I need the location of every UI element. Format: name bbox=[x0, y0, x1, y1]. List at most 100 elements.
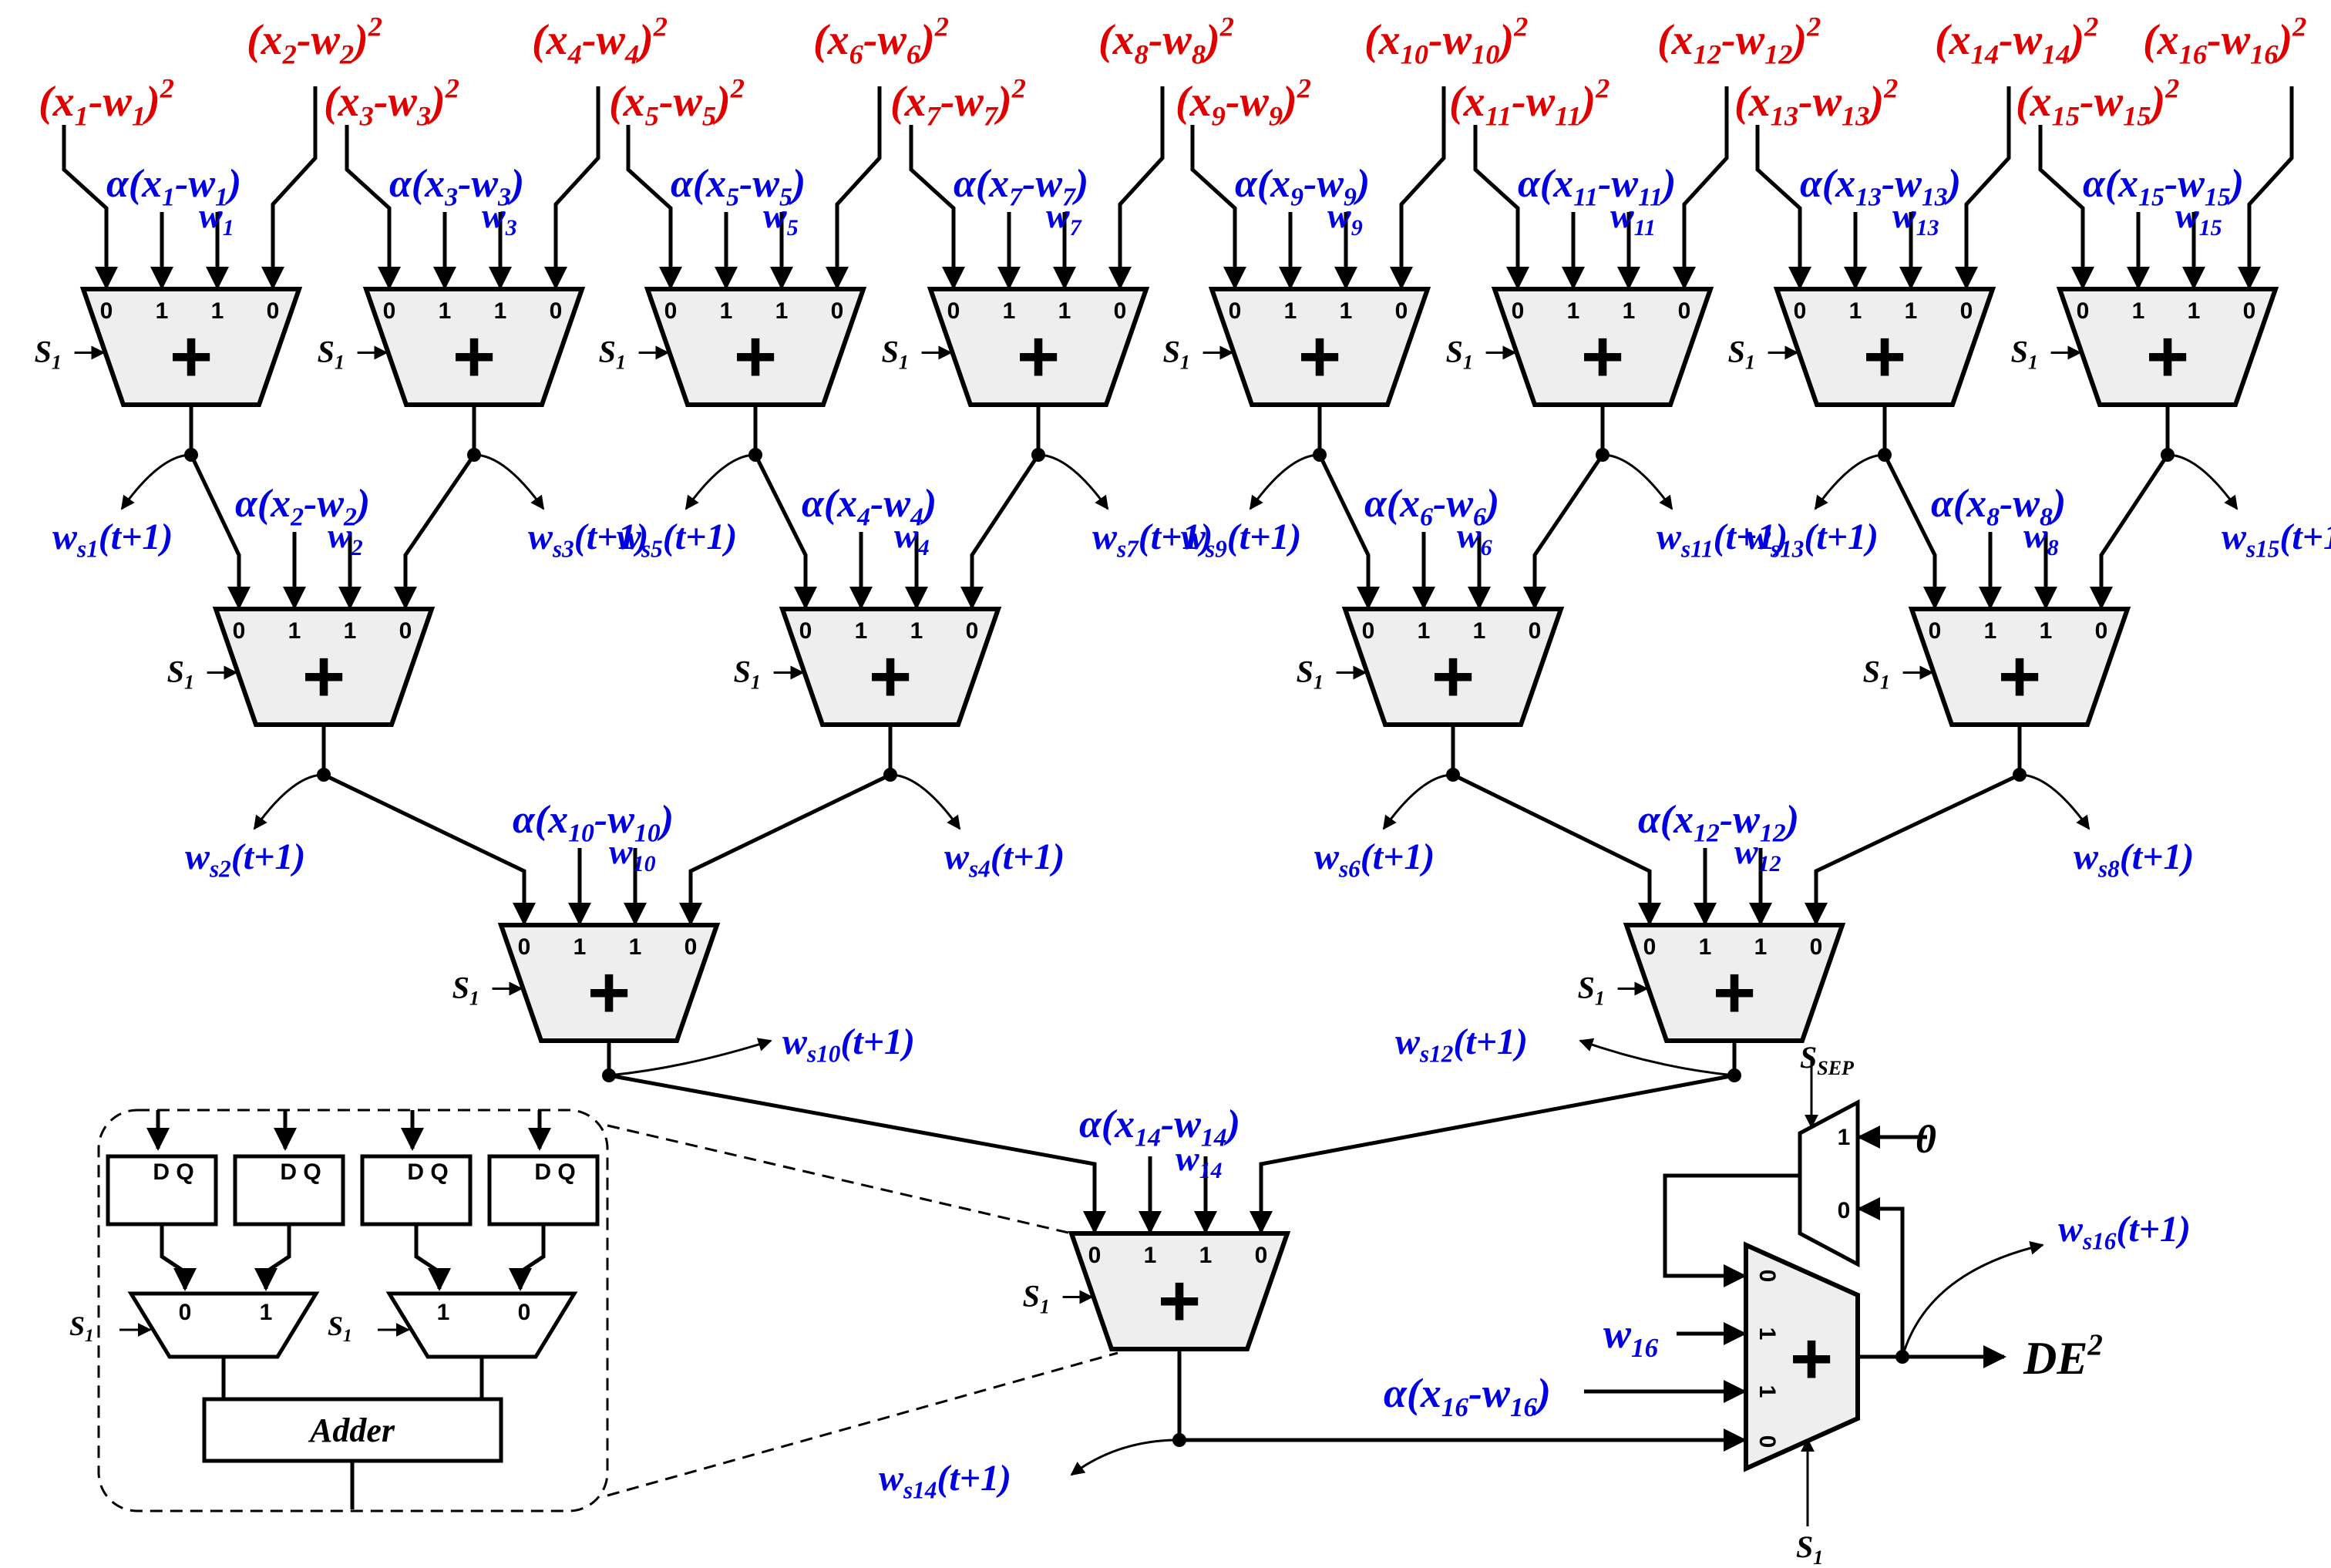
adder-3 bbox=[927, 287, 1150, 407]
alpha-label-16: α(x16-w16) bbox=[1384, 1370, 1551, 1422]
select-label: S1 bbox=[1163, 335, 1190, 374]
port-label: 0 bbox=[233, 618, 246, 644]
ws-tap bbox=[2167, 453, 2238, 510]
l1-to-l2-wire bbox=[1882, 453, 1946, 610]
l3-to-l4-wire bbox=[1250, 1073, 1735, 1234]
ws-tap bbox=[608, 1038, 772, 1077]
l1-to-l2-wire bbox=[1317, 453, 1380, 610]
plus-sign: + bbox=[1790, 1317, 1833, 1400]
ws-label-3: ws3(t+1) bbox=[528, 516, 648, 563]
ws-tap bbox=[1602, 453, 1673, 510]
l3-to-l4-wire bbox=[608, 1073, 1106, 1234]
adder-1 bbox=[362, 287, 586, 407]
ws-tap bbox=[1814, 453, 1885, 510]
port-label: 0 bbox=[1838, 1198, 1851, 1223]
ws-label-14: ws14(t+1) bbox=[879, 1458, 1011, 1504]
input-label-5: (x5-w5)2 bbox=[609, 72, 745, 131]
flip-flop bbox=[233, 1154, 345, 1226]
ws-tap bbox=[1579, 1038, 1735, 1077]
ws-label-11: ws11(t+1) bbox=[1657, 516, 1788, 563]
shapes-layer bbox=[79, 287, 2279, 1512]
port-label: 1 bbox=[574, 934, 587, 960]
alpha-label-5: α(x5-w5) bbox=[671, 162, 806, 211]
port-label: 0 bbox=[1229, 298, 1242, 324]
input-wire bbox=[1390, 86, 1446, 290]
port-label: 1 bbox=[720, 298, 733, 324]
port-label: 1 bbox=[775, 298, 789, 324]
inset-frame bbox=[97, 1109, 609, 1512]
input-label-13: (x13-w13)2 bbox=[1734, 72, 1898, 131]
flip-flop-label: D Q bbox=[280, 1159, 321, 1185]
ws-label-16: ws16(t+1) bbox=[2058, 1209, 2191, 1255]
inset-mux-1 bbox=[385, 1291, 578, 1359]
inset-mux-0 bbox=[127, 1291, 320, 1359]
port-label: 1 bbox=[1418, 618, 1431, 644]
input-wire bbox=[909, 125, 965, 290]
select-label: S1 bbox=[1863, 654, 1890, 694]
plus-sign: + bbox=[734, 315, 777, 398]
ws-tap bbox=[473, 453, 545, 510]
port-label: 0 bbox=[383, 298, 396, 324]
l2-to-l3-wire bbox=[322, 772, 536, 926]
select-label: S1 bbox=[599, 335, 626, 374]
ws-tap bbox=[1901, 1240, 2044, 1358]
flip-flop-label: D Q bbox=[153, 1159, 193, 1185]
inset-adder-label: Adder bbox=[308, 1412, 395, 1449]
port-label: 1 bbox=[1567, 298, 1580, 324]
port-label: 0 bbox=[1395, 298, 1408, 324]
inset-wire bbox=[509, 1224, 546, 1291]
input-wire bbox=[626, 125, 682, 290]
port-label: 1 bbox=[2040, 618, 2053, 644]
input-wire bbox=[2038, 125, 2094, 290]
plus-sign: + bbox=[452, 315, 496, 398]
w-label-10: w10 bbox=[609, 832, 656, 877]
inset-select-label: S1 bbox=[328, 1311, 352, 1346]
port-label: 1 bbox=[1984, 618, 1997, 644]
w-label-16: w16 bbox=[1603, 1311, 1659, 1363]
input-label-15: (x15-w15)2 bbox=[2016, 72, 2179, 131]
port-label: 1 bbox=[494, 298, 507, 324]
input-label-6: (x6-w6)2 bbox=[813, 11, 949, 69]
select-label: S1 bbox=[1023, 1279, 1050, 1318]
w-label-13: w13 bbox=[1892, 196, 1939, 241]
port-label: 0 bbox=[947, 298, 960, 324]
port-label: 0 bbox=[1794, 298, 1807, 324]
port-label: 1 bbox=[2188, 298, 2201, 324]
alpha-label-12: α(x12-w12) bbox=[1638, 798, 1799, 847]
flip-flop bbox=[106, 1154, 218, 1226]
input-wire bbox=[544, 86, 600, 290]
port-label: 1 bbox=[288, 618, 301, 644]
select-label: S1 bbox=[452, 971, 479, 1010]
w-label-8: w8 bbox=[2023, 516, 2059, 560]
w-label-15: w15 bbox=[2175, 196, 2222, 241]
l2-to-l3-wire bbox=[679, 772, 892, 926]
alpha-label-6: α(x6-w6) bbox=[1364, 482, 1499, 531]
port-label: 1 bbox=[2132, 298, 2145, 324]
ws-tap bbox=[684, 453, 756, 510]
adder-12 bbox=[497, 923, 721, 1043]
input-label-14: (x14-w14)2 bbox=[1935, 11, 2098, 69]
port-label: 0 bbox=[2077, 298, 2090, 324]
port-label: 0 bbox=[100, 298, 113, 324]
plus-sign: + bbox=[170, 315, 213, 398]
adder-7 bbox=[2056, 287, 2279, 407]
inset-adder-box bbox=[202, 1397, 503, 1463]
select-label: S1 bbox=[318, 335, 345, 374]
port-label: 0 bbox=[179, 1300, 192, 1325]
port-label: 0 bbox=[1754, 1270, 1780, 1283]
input-wire bbox=[1473, 125, 1529, 290]
ws-tap bbox=[1382, 773, 1454, 830]
plus-sign: + bbox=[587, 951, 631, 1034]
port-label: 1 bbox=[1473, 618, 1486, 644]
plus-sign: + bbox=[1863, 315, 1906, 398]
w-label-1: w1 bbox=[199, 196, 234, 241]
input-wire bbox=[345, 125, 401, 290]
port-label: 0 bbox=[1678, 298, 1691, 324]
port-label: 1 bbox=[1754, 1327, 1780, 1341]
plus-sign: + bbox=[1713, 951, 1756, 1034]
input-label-4: (x4-w4)2 bbox=[532, 11, 668, 69]
input-wire bbox=[1755, 125, 1811, 290]
inset-leader bbox=[607, 1124, 1072, 1235]
adder-6 bbox=[1773, 287, 1996, 407]
port-label: 0 bbox=[799, 618, 812, 644]
